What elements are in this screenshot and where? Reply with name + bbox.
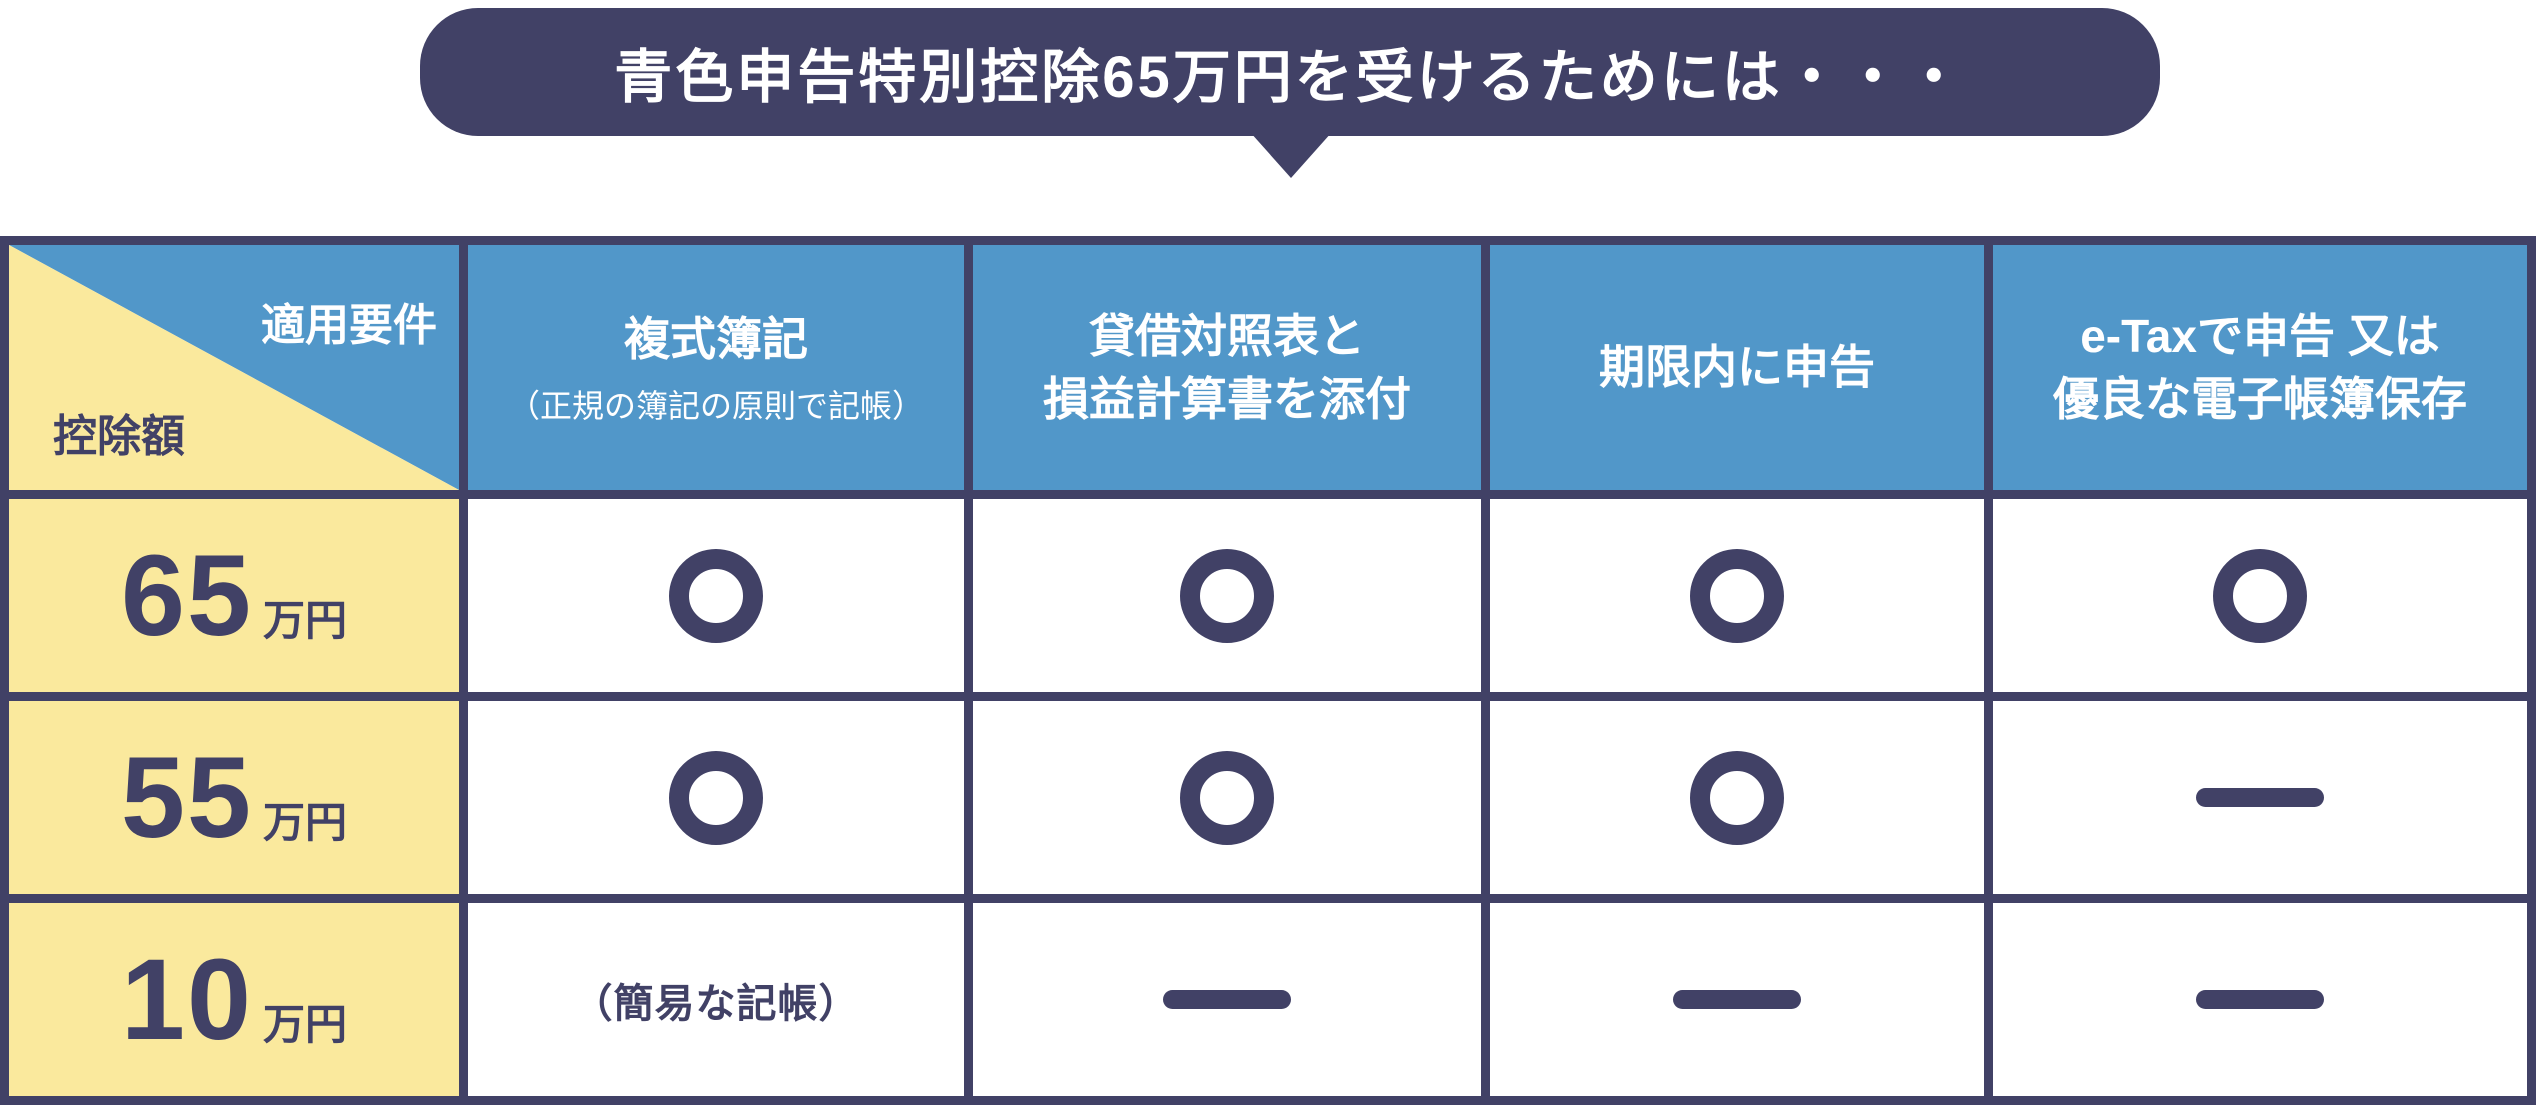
deduction-unit: 万円 xyxy=(262,596,347,644)
cell-65-etax xyxy=(1993,499,2527,692)
page-title: 青色申告特別控除65万円を受けるためには・・・ xyxy=(614,45,1966,110)
dash-mark xyxy=(2196,990,2324,1009)
column-subtitle: （正規の簿記の原則で記帳） xyxy=(507,387,924,424)
column-header-balance-sheet: 貸借対照表と 損益計算書を添付 xyxy=(973,245,1481,490)
deduction-unit: 万円 xyxy=(262,798,347,846)
cell-55-double-entry xyxy=(468,701,964,894)
speech-bubble-pointer-icon xyxy=(1250,132,1332,178)
circle-mark xyxy=(1690,548,1784,643)
cell-65-balance-sheet xyxy=(973,499,1481,692)
cell-65-double-entry xyxy=(468,499,964,692)
row-label-650k: 65 万円 xyxy=(9,499,459,692)
deduction-unit: 万円 xyxy=(262,1000,347,1048)
cell-65-deadline xyxy=(1490,499,1984,692)
deduction-amount: 65 xyxy=(121,531,253,660)
deduction-amount: 55 xyxy=(121,733,253,862)
corner-label-deduction-amount: 控除額 xyxy=(53,412,185,461)
column-title: 貸借対照表と 損益計算書を添付 xyxy=(1043,310,1411,425)
cell-10-balance-sheet xyxy=(973,903,1481,1096)
corner-label-requirements: 適用要件 xyxy=(261,301,437,350)
row-label-550k: 55 万円 xyxy=(9,701,459,894)
corner-cell: 適用要件 控除額 xyxy=(9,245,459,490)
cell-10-deadline xyxy=(1490,903,1984,1096)
column-header-deadline-filing: 期限内に申告 xyxy=(1490,245,1984,490)
dash-mark xyxy=(1673,990,1801,1009)
circle-mark xyxy=(1180,750,1274,845)
dash-mark xyxy=(2196,788,2324,807)
row-label-inner: 10 万円 xyxy=(121,934,347,1066)
dash-mark xyxy=(1163,990,1291,1009)
row-label-inner: 65 万円 xyxy=(121,530,347,662)
circle-mark xyxy=(669,548,763,643)
circle-mark xyxy=(2213,548,2307,643)
deduction-amount: 10 xyxy=(121,935,253,1064)
row-label-inner: 55 万円 xyxy=(121,732,347,864)
title-bubble: 青色申告特別控除65万円を受けるためには・・・ xyxy=(420,8,2160,136)
column-title: 複式簿記 xyxy=(624,313,808,366)
cell-10-etax xyxy=(1993,903,2527,1096)
circle-mark xyxy=(1690,750,1784,845)
cell-55-deadline xyxy=(1490,701,1984,894)
cell-55-etax xyxy=(1993,701,2527,894)
row-label-100k: 10 万円 xyxy=(9,903,459,1096)
column-header-double-entry-bookkeeping: 複式簿記 （正規の簿記の原則で記帳） xyxy=(468,245,964,490)
cell-10-double-entry: （簡易な記帳） xyxy=(468,903,964,1096)
deduction-requirements-table: 適用要件 控除額 複式簿記 （正規の簿記の原則で記帳） 貸借対照表と 損益計算書… xyxy=(0,236,2536,1105)
cell-55-balance-sheet xyxy=(973,701,1481,894)
column-title: e-Taxで申告 又は 優良な電子帳簿保存 xyxy=(2053,310,2467,425)
circle-mark xyxy=(669,750,763,845)
circle-mark xyxy=(1180,548,1274,643)
column-header-etax: e-Taxで申告 又は 優良な電子帳簿保存 xyxy=(1993,245,2527,490)
column-title: 期限内に申告 xyxy=(1599,341,1875,394)
